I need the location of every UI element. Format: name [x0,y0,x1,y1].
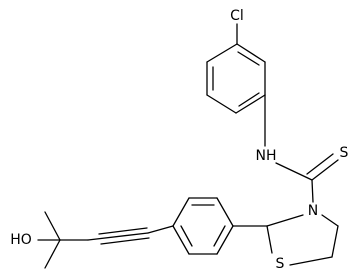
double-bond-c-s [306,153,334,175]
bond [172,225,190,255]
atom-label-cl: Cl [230,8,244,24]
bond-methyl [44,211,61,241]
double-bond-c-s [311,159,339,181]
bond [235,94,266,114]
atom-label-s-thione: S [340,145,349,161]
triple-bond [100,237,150,245]
double-bond [237,51,260,66]
thiazolidine-ring [266,214,339,266]
bond [331,225,339,258]
atom-label-s-ring: S [276,256,285,272]
bond [236,43,266,63]
bond-nh-c [275,162,313,181]
bond-c-n [311,179,314,203]
double-bond [180,225,193,247]
phenyl-ring [172,197,234,255]
bond [266,214,304,227]
bond [266,225,273,254]
bond [206,43,238,63]
atom-label-n: N [308,203,318,219]
atom-label-ho: HO [10,232,32,248]
bond [216,197,234,227]
atom-label-nh: NH [256,148,277,164]
bond [206,94,237,114]
bond [147,225,174,234]
triple-bond [98,227,148,235]
double-bond [213,225,226,247]
bond [289,256,333,266]
bond [216,225,234,255]
triple-bond [87,232,149,241]
bond [172,197,190,227]
bond-methyl [44,239,61,269]
bond [321,214,339,227]
double-bond [238,92,260,107]
chlorophenyl-ring [206,43,266,114]
